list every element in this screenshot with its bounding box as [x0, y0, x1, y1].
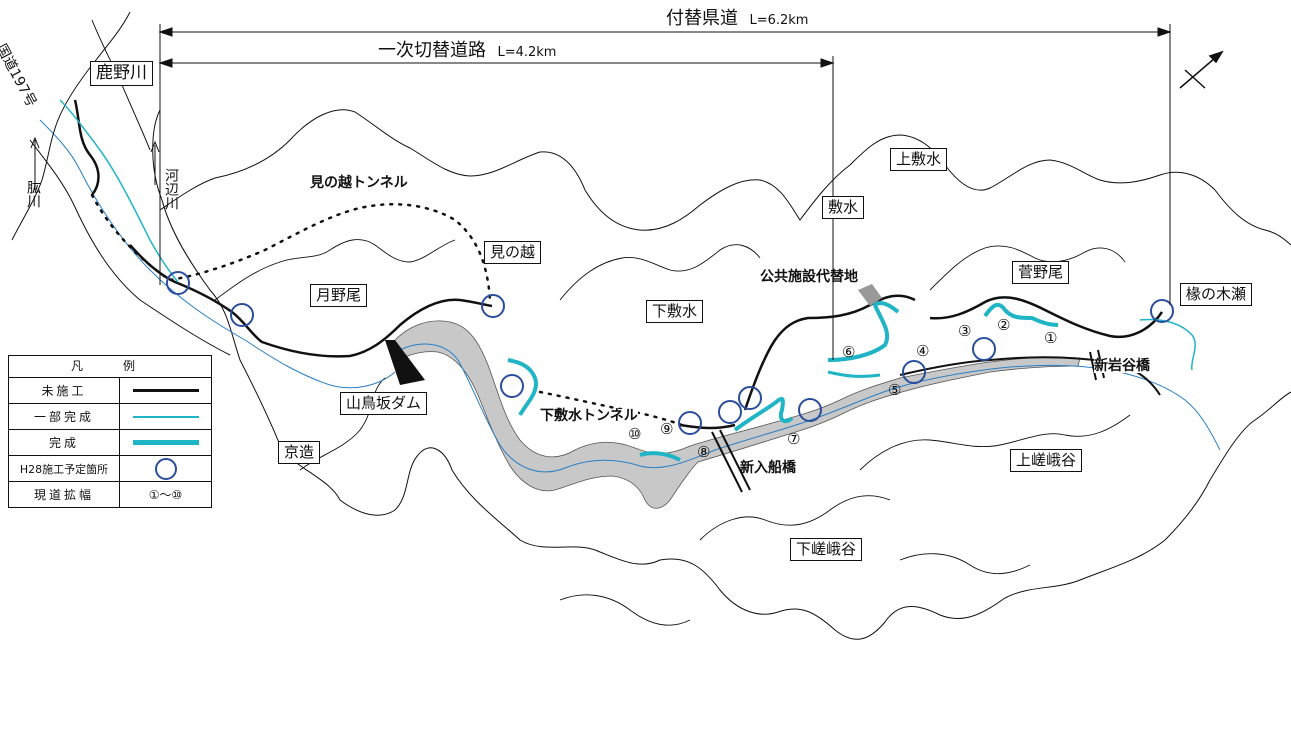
arrow-icon: [30, 136, 40, 190]
legend-key: 未施工: [9, 378, 120, 403]
legend-key: 一部完成: [9, 404, 120, 429]
dam-icon: [385, 340, 425, 385]
legend-key: 現道拡幅: [9, 482, 120, 507]
planned-site: [738, 386, 762, 410]
planned-site: [972, 337, 996, 361]
planned-site: [1150, 299, 1174, 323]
road-complete-4: [983, 302, 1059, 327]
label-shikimizu: 敷水: [822, 196, 865, 219]
circle-icon: [154, 457, 177, 480]
label-kyozo: 京造: [278, 441, 321, 464]
ridge-contour-8: [899, 553, 1031, 575]
legend-row: 現道拡幅 ①〜⑩: [9, 482, 211, 507]
legend: 凡 例 未施工 一部完成 完成 H28施工予定箇所 現道拡幅 ①〜⑩: [8, 355, 212, 508]
legend-swatch-partial: [132, 415, 199, 418]
planned-site: [718, 400, 742, 424]
label-kamisagadani: 上嵯峨谷: [1010, 449, 1083, 472]
widening-number: ⑧: [697, 443, 711, 461]
label-shinirifunebashi: 新入船橋: [740, 460, 796, 476]
widening-number: ⑥: [842, 343, 856, 361]
legend-row: H28施工予定箇所: [9, 456, 211, 482]
road-unbuilt-west: [73, 99, 100, 196]
widening-number: ⑦: [787, 430, 801, 448]
route197-line: [11, 11, 131, 241]
ridge-contour-3: [929, 245, 1126, 291]
ridge-contour-6: [859, 414, 1131, 471]
label-minokoshi-tunnel: 見の越トンネル: [310, 175, 408, 191]
label-shimoshikimizu-tunnel: 下敷水トンネル: [540, 408, 638, 424]
legend-swatch-complete: [132, 440, 199, 445]
planned-site: [166, 271, 190, 295]
valley-outline: [152, 109, 1291, 640]
label-tsukinoo: 月野尾: [310, 284, 368, 307]
ridge-contour-1: [214, 239, 456, 301]
widening-number: ④: [916, 342, 930, 360]
label-minokoshi: 見の越: [484, 241, 542, 264]
widening-number: ②: [997, 316, 1011, 334]
prefectural-road-label: 付替県道 L=6.2km: [660, 10, 815, 28]
road-complete-3: [827, 301, 900, 362]
legend-key: H28施工予定箇所: [9, 456, 120, 481]
reservoir-area: [394, 320, 1081, 509]
label-kamishikimizu: 上敷水: [890, 148, 948, 171]
road-complete-5: [639, 451, 681, 462]
primary-road-label: 一次切替道路 L=4.2km: [372, 42, 563, 60]
road-unbuilt-center: [679, 294, 916, 430]
road-unbuilt-west-2: [129, 244, 493, 358]
public-facility-site: [858, 284, 882, 306]
minokoshi-tunnel-path: [90, 193, 492, 302]
ridge-contour-7: [559, 594, 691, 626]
north-arrow-icon: [1179, 50, 1224, 89]
label-shimoshikimizu: 下敷水: [646, 300, 704, 323]
legend-title: 凡 例: [9, 356, 211, 378]
label-sugenoo: 菅野尾: [1012, 261, 1070, 284]
label-hijikawa: 肱川: [25, 180, 41, 208]
planned-site: [481, 294, 505, 318]
valley-outline-north: [159, 109, 1291, 246]
label-kunuginose: 椽の木瀬: [1180, 283, 1253, 306]
label-public-facility-site: 公共施設代替地: [760, 269, 858, 285]
planned-sites: [166, 271, 1174, 435]
planned-site: [500, 374, 524, 398]
legend-row: 一部完成: [9, 404, 211, 430]
dimension-primary: [158, 56, 835, 360]
label-kawabegawa: 河辺川: [163, 168, 179, 210]
road-unbuilt-east: [929, 296, 1164, 339]
widening-number: ⑩: [628, 425, 642, 443]
road-complete-1: [507, 358, 538, 416]
road-complete-6: [827, 370, 881, 378]
widening-number: ⑤: [888, 381, 902, 399]
legend-key: 完成: [9, 430, 120, 455]
ridge-contour-5: [699, 495, 891, 541]
label-shiniwayabashi: 新岩谷橋: [1094, 358, 1150, 374]
west-river-bank: [29, 139, 231, 356]
label-shimosagadani: 下嵯峨谷: [790, 538, 863, 561]
legend-row: 完成: [9, 430, 211, 456]
label-sanchozaka-dam: 山鳥坂ダム: [340, 392, 428, 415]
ridge-contour-2: [559, 244, 761, 301]
legend-symbol-text: ①〜⑩: [148, 488, 183, 502]
widening-number: ①: [1044, 329, 1058, 347]
legend-swatch-unbuilt: [132, 389, 199, 392]
planned-site: [902, 360, 926, 384]
road-complete-2: [733, 396, 794, 432]
planned-site: [798, 398, 822, 422]
road-partial-west: [59, 99, 179, 283]
shinirifune-bridge: [711, 429, 751, 493]
west-river-line: [39, 119, 396, 389]
planned-site: [678, 411, 702, 435]
widening-number: ③: [958, 322, 972, 340]
label-kanogawa: 鹿野川: [90, 61, 153, 86]
arrow-icon: [150, 140, 160, 185]
widening-number: ⑨: [660, 420, 674, 438]
legend-row: 未施工: [9, 378, 211, 404]
planned-site: [230, 303, 254, 327]
dimension-prefectural: [158, 24, 1172, 305]
